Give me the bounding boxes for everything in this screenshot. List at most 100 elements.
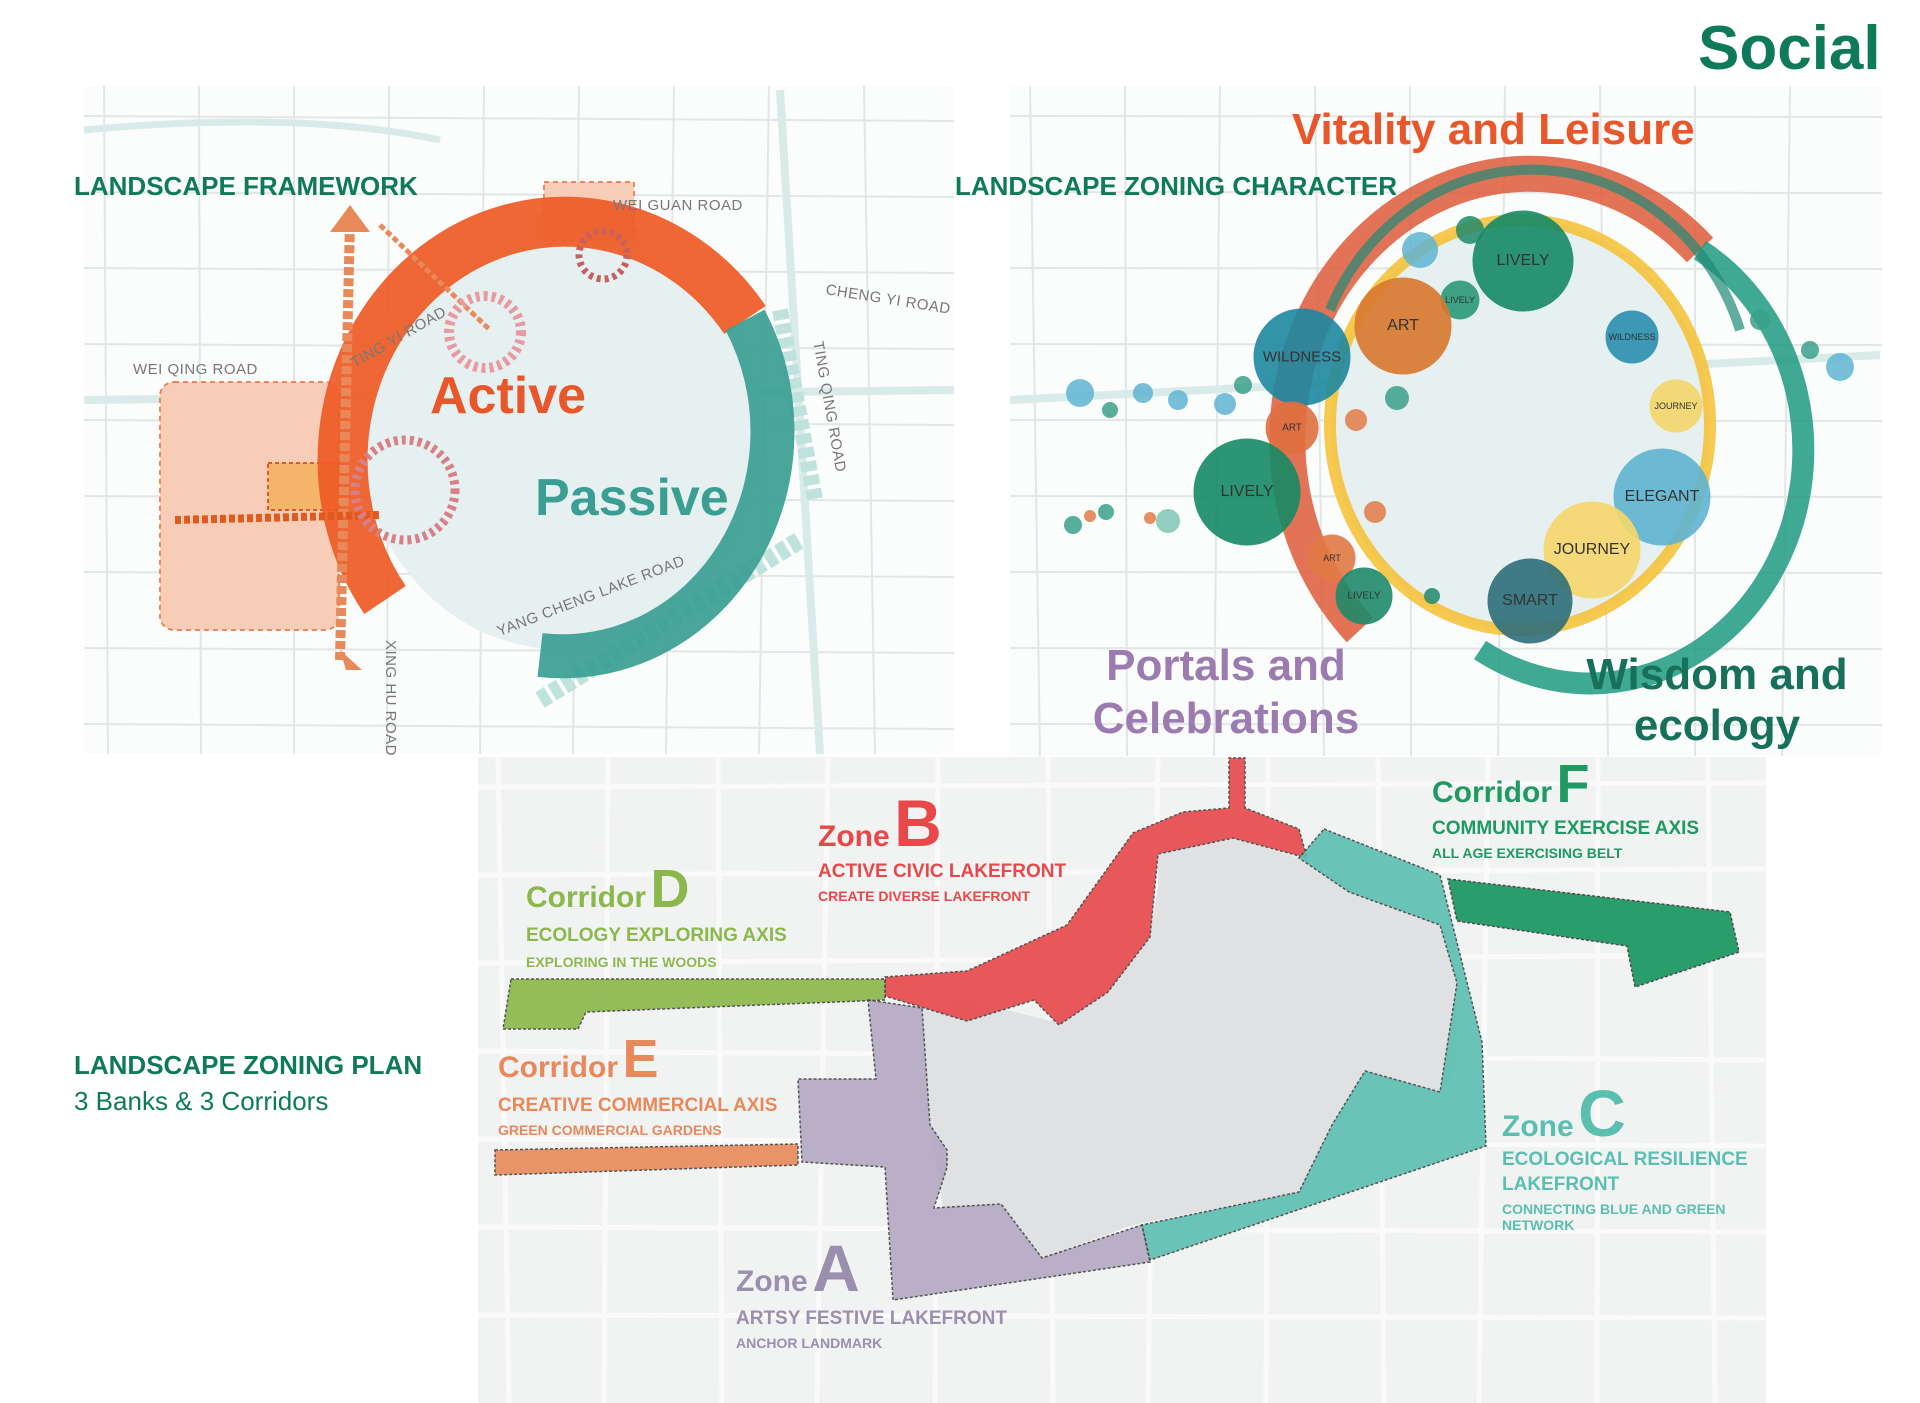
zone-b-area[interactable] — [884, 757, 1309, 1026]
corridor-d-label: Corridor D ECOLOGY EXPLORING AXIS EXPLOR… — [526, 862, 787, 969]
street-line — [478, 1224, 1766, 1235]
street-line — [84, 723, 954, 730]
zone-letter: C — [1578, 1076, 1626, 1150]
wisdom-label: Wisdom and ecology — [1586, 650, 1847, 751]
small-bubble — [1385, 386, 1409, 410]
zone-b-label: Zone B ACTIVE CIVIC LAKEFRONT CREATE DIV… — [818, 790, 1066, 903]
vitality-label: Vitality and Leisure — [1292, 105, 1695, 154]
bubble-label: LIVELY — [1445, 295, 1475, 305]
bubble-label: WILDNESS — [1608, 332, 1656, 342]
zone-subtitle: ALL AGE EXERCISING BELT — [1432, 845, 1623, 861]
zone-letter: A — [812, 1231, 860, 1305]
bubble-label: JOURNEY — [1553, 541, 1631, 558]
zone-letter: B — [894, 786, 942, 860]
zone-title: COMMUNITY EXERCISE AXIS — [1432, 818, 1700, 839]
zone-word: Zone — [818, 820, 890, 853]
street-line — [495, 757, 512, 1403]
wisdom-line-1: Wisdom and — [1586, 650, 1848, 699]
small-bubble — [1345, 409, 1367, 431]
bubble-label: LIVELY — [1496, 252, 1550, 269]
active-label: Active — [430, 367, 587, 425]
character-bubble — [1472, 210, 1574, 312]
zone-a-area[interactable] — [797, 999, 1151, 1301]
road-label: WEI QING ROAD — [133, 361, 258, 378]
small-bubble — [1801, 341, 1819, 359]
corridor-d-area[interactable] — [502, 978, 886, 1030]
bubble-label: ELEGANT — [1624, 488, 1700, 505]
corridor-f-area[interactable] — [1447, 878, 1740, 988]
small-bubble — [1098, 504, 1114, 520]
road-label: XING HU ROAD — [382, 640, 399, 757]
street-line — [84, 115, 954, 122]
street-line — [1010, 115, 1882, 118]
character-bubble — [1613, 448, 1711, 546]
bubble-label: SMART — [1502, 592, 1558, 609]
street-line — [715, 757, 725, 1403]
street-line — [601, 757, 611, 1403]
character-bubble — [1308, 534, 1356, 582]
zone-title: CREATIVE COMMERCIAL AXIS — [498, 1095, 778, 1116]
zone-subtitle: CREATE DIVERSE LAKEFRONT — [818, 888, 1031, 904]
small-bubble — [1826, 353, 1854, 381]
character-bubble — [1193, 438, 1301, 546]
small-bubble — [1234, 376, 1252, 394]
small-bubble — [1214, 393, 1236, 415]
zone-a-label: Zone A ARTSY FESTIVE LAKEFRONT ANCHOR LA… — [736, 1235, 1007, 1350]
zone-word: Zone — [736, 1265, 808, 1298]
bubble-label: ART — [1323, 553, 1341, 563]
bubble-label: ART — [1387, 317, 1419, 334]
small-bubble — [1456, 216, 1484, 244]
small-bubble — [1102, 402, 1118, 418]
lake — [360, 213, 760, 649]
plan-heading: LANDSCAPE ZONING PLAN — [74, 1050, 423, 1080]
character-heading: LANDSCAPE ZONING CHARACTER — [955, 171, 1397, 201]
zone-letter: E — [622, 1029, 659, 1089]
street-line — [478, 780, 1766, 790]
character-bubble — [1605, 310, 1659, 364]
bubble-label: JOURNEY — [1654, 401, 1698, 411]
small-bubble — [1424, 588, 1440, 604]
zone-title: ECOLOGY EXPLORING AXIS — [526, 925, 787, 946]
corridor-e-label: Corridor E CREATIVE COMMERCIAL AXIS GREE… — [498, 1032, 777, 1137]
zone-title: LAKEFRONT — [1502, 1174, 1620, 1195]
character-bubble — [1487, 558, 1573, 644]
bubble-label: WILDNESS — [1262, 348, 1342, 366]
zone-subtitle: GREEN COMMERCIAL GARDENS — [498, 1122, 722, 1138]
character-bubble — [1543, 501, 1641, 599]
zone-c-label: Zone C ECOLOGICAL RESILIENCE LAKEFRONT C… — [1502, 1080, 1748, 1232]
passive-label: Passive — [535, 469, 729, 527]
small-bubble — [1144, 512, 1156, 524]
lake — [922, 838, 1457, 1258]
zone-c-area[interactable] — [1141, 828, 1487, 1261]
zone-letter: D — [650, 859, 690, 919]
wisdom-line-2: ecology — [1633, 700, 1801, 750]
zone-title: ACTIVE CIVIC LAKEFRONT — [818, 861, 1067, 882]
corridor-f-label: Corridor F COMMUNITY EXERCISE AXIS ALL A… — [1432, 757, 1699, 860]
zone-title: ECOLOGICAL RESILIENCE — [1502, 1149, 1748, 1170]
zone-subtitle: NETWORK — [1502, 1217, 1575, 1233]
zone-word: Corridor — [1432, 776, 1552, 809]
zoning-plan-map — [478, 757, 1766, 1403]
street-line — [1010, 723, 1882, 726]
street-line — [1705, 757, 1718, 1403]
portals-label: Portals and Celebrations — [1093, 640, 1360, 746]
small-bubble — [1084, 510, 1096, 522]
page-title: Social — [1698, 14, 1881, 83]
small-bubble — [1156, 509, 1180, 533]
character-bubble — [1354, 277, 1452, 375]
small-bubble — [1750, 310, 1770, 330]
character-bubble — [1265, 401, 1319, 455]
small-bubble — [1133, 383, 1153, 403]
character-bubble — [1649, 379, 1703, 433]
corridor-e-area[interactable] — [494, 1143, 799, 1176]
bubble-label: LIVELY — [1347, 590, 1381, 602]
street-line — [1010, 647, 1882, 650]
zone-word: Zone — [1502, 1110, 1574, 1143]
street-line — [478, 1312, 1766, 1321]
small-bubble — [1364, 501, 1386, 523]
street-line — [84, 191, 954, 198]
zone-word: Corridor — [526, 881, 646, 914]
small-bubble — [1402, 232, 1438, 268]
bubble-label: ART — [1282, 422, 1302, 434]
